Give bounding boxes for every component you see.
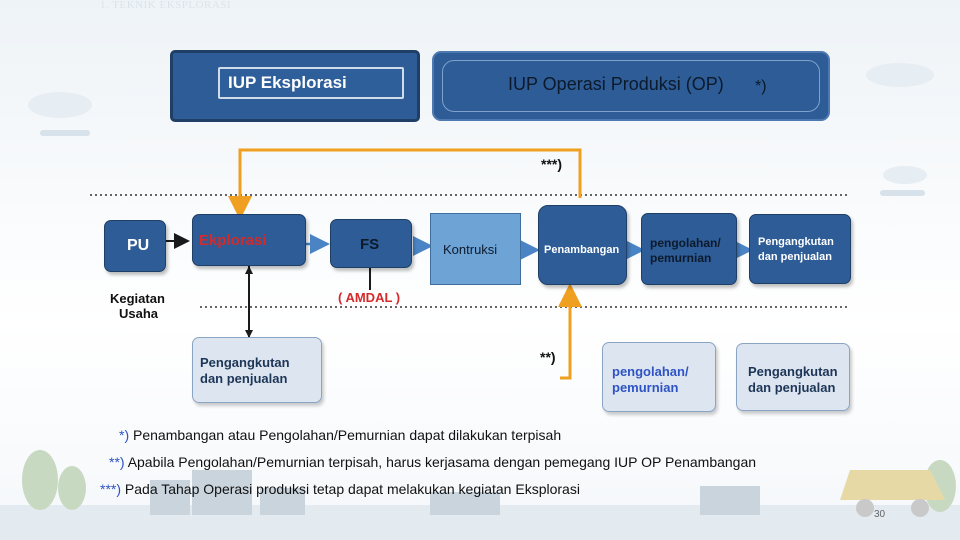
lower-pengangkutan-label-1: Pengangkutan [200,355,290,370]
iup-eksplorasi-label: IUP Eksplorasi [228,73,347,92]
iup-op-label: IUP Operasi Produksi (OP) [508,74,724,94]
pengangkutan-label-2: dan penjualan [758,251,832,263]
lower-pengolahan-box [602,342,716,412]
orange-link-arrow [558,283,582,380]
footnote-2: **) Apabila Pengolahan/Pemurnian terpisa… [109,454,756,470]
footnote-3: ***) Pada Tahap Operasi produksi tetap d… [100,481,580,497]
usaha-label: Usaha [119,306,159,321]
lower-pengolahan-label-2: pemurnian [612,380,679,395]
eksplorasi-box [192,214,306,266]
konstruksi-box [430,213,521,285]
pengangkutan-label-1: Pengangkutan [758,236,834,248]
double-star-marker: **) [540,349,556,365]
footnote-1-mark: *) [119,427,130,443]
penambangan-label: Penambangan [544,244,620,256]
konstruksi-label: Kontruksi [443,242,498,257]
iup-eksplorasi-frame [218,67,404,99]
fs-box [330,219,412,268]
pu-label: PU [127,237,150,254]
footnote-3-mark: ***) [100,481,122,497]
eksplorasi-label: Ekplorasi [199,232,267,249]
iup-op-footnote-mark: *) [755,78,767,95]
slide-heading: 1. TEKNIK EKSPLORASI [100,0,232,11]
triple-star-marker: ***) [541,156,563,172]
kegiatan-label: Kegiatan [110,291,165,306]
footnote-1: *) Penambangan atau Pengolahan/Pemurnian… [119,427,561,443]
footnote-3-text: Pada Tahap Operasi produksi tetap dapat … [124,481,580,497]
iup-op-banner [432,51,830,121]
fs-label: FS [360,236,380,253]
penambangan-box [538,205,627,285]
lower-pengangkutan-box [192,337,322,403]
footnote-2-text: Apabila Pengolahan/Pemurnian terpisah, h… [127,454,757,470]
orange-loop-arrow [228,148,582,220]
footnote-2-mark: **) [109,454,125,470]
pengangkutan-box [749,214,851,284]
pengolahan-label-2: pemurnian [650,251,712,265]
amdal-label: ( AMDAL ) [338,290,401,305]
pu-box [104,220,166,272]
iup-op-frame [442,60,820,112]
pengolahan-label-1: pengolahan/ [650,236,721,250]
lower-pengangkutan-right-box [736,343,850,411]
lower-pengolahan-label-1: pengolahan/ [612,364,689,379]
footnote-1-text: Penambangan atau Pengolahan/Pemurnian da… [133,427,562,443]
lower-pengangkutan-right-label-2: dan penjualan [748,380,836,395]
page-number: 30 [874,509,886,520]
lower-pengangkutan-label-2: dan penjualan [200,371,288,386]
pengolahan-box [641,213,737,285]
lower-pengangkutan-right-label-1: Pengangkutan [748,364,838,379]
